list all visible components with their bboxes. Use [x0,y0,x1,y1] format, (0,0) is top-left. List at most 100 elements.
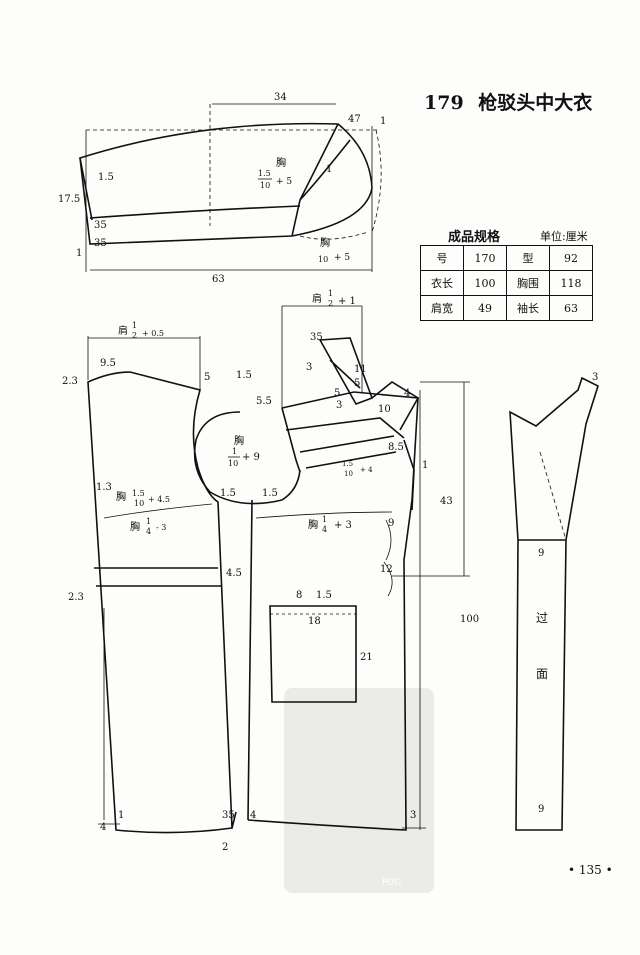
armhole-chest-den: 10 [228,459,238,468]
page-title: 179 枪驳头中大衣 [424,88,592,115]
back-chest2-num: 1 [146,517,151,526]
back-label-1: 1 [118,810,124,821]
spec-row: 号 170 型 92 [420,245,593,271]
front-label-3b: 3 [336,400,342,411]
spec-cell: 100 [463,270,507,296]
sleeve-chest2-label: 胸 [320,236,330,249]
facing-piece [509,376,599,831]
back-shoulder-den: 2 [132,331,137,340]
sleeve-width-63: 63 [212,274,225,285]
spec-cell: 63 [549,295,593,321]
armhole-label-15: 1.5 [262,488,278,499]
page-number: • 135 • [568,863,613,877]
back-panel [87,371,233,834]
spec-unit: 单位:厘米 [540,230,588,243]
front-chest-plus: + 3 [334,520,352,531]
spec-cell: 衣长 [420,270,464,296]
front-lapel-plus: + 4 [360,466,373,474]
armhole-piece [193,411,301,829]
spec-cell: 肩宽 [420,295,464,321]
sleeve-chest-label: 胸 [276,156,286,169]
front-chest-den: 4 [322,525,327,534]
sleeve-label-35a: 35 [94,220,107,231]
armhole-chest-label: 胸 [234,434,244,447]
front-label-5b: 5 [354,378,360,389]
front-label-10: 10 [378,404,391,415]
spec-cell: 49 [463,295,507,321]
front-lapel-den: 10 [344,470,353,478]
front-label-35b: 35 [222,810,235,821]
sleeve-draft [79,122,373,245]
front-label-2: 2 [222,842,228,853]
sleeve-label-1l: 1 [76,248,82,259]
back-label-5: 5 [204,372,210,383]
facing-label-3: 3 [592,372,598,383]
spec-cell: 170 [463,245,507,271]
front-shoulder-label: 肩 [312,292,322,305]
front-label-35: 35 [310,332,323,343]
front-label-15: 1.5 [236,370,252,381]
sleeve-chest2-den: 10 [318,255,328,264]
back-label-15: 1.5 [220,488,236,499]
sleeve-label-47: 47 [348,114,361,125]
spec-cell: 型 [506,245,550,271]
stamp-text: PDG [382,878,402,888]
front-label-11: 11 [354,364,367,375]
sleeve-chest-plus: + 5 [276,177,292,187]
front-label-100: 100 [460,614,479,625]
back-label-45: 4.5 [226,568,242,579]
back-shoulder-num: 1 [132,321,137,330]
pocket [269,605,357,703]
sleeve-label-1m: 1 [326,164,332,175]
sleeve-chest-num: 1.5 [258,169,271,178]
front-label-9: 9 [388,518,394,529]
sleeve-label-15: 1.5 [98,172,114,183]
back-label-13: 1.3 [96,482,112,493]
sleeve-chest-den: 10 [260,181,270,190]
title-text: 枪驳头中大衣 [478,92,593,114]
front-lapel-num: 1.5 [342,460,353,468]
back-chest2-label: 胸 [130,520,140,533]
back-chest-num: 1.5 [132,489,145,498]
front-label-1: 1 [422,460,428,471]
front-shoulder-num: 1 [328,289,333,298]
facing-name-1: 过 [536,611,548,625]
armhole-chest-plus: + 9 [242,452,260,463]
spec-cell: 胸围 [506,270,550,296]
watermark-stamp: PDG [284,688,434,893]
back-label-95: 9.5 [100,358,116,369]
back-chest-label: 胸 [116,490,126,503]
facing-label-9a: 9 [538,548,544,559]
front-label-55: 5.5 [256,396,272,407]
sleeve-width-34: 34 [274,92,287,103]
pocket-label-15: 1.5 [316,590,332,601]
front-chest-num: 1 [322,515,327,524]
back-shoulder-plus: + 0.5 [142,329,164,338]
front-label-3c: 3 [410,810,416,821]
front-shoulder-den: 2 [328,299,333,308]
front-label-43: 43 [440,496,453,507]
facing-name-2: 面 [536,667,548,681]
spec-caption: 成品规格 [448,230,501,245]
back-label-23b: 2.3 [68,592,84,603]
pocket-label-18: 18 [308,616,321,627]
armhole-chest-num: 1 [232,447,237,456]
back-label-4: 4 [100,822,106,833]
spec-row: 肩宽 49 袖长 63 [420,295,593,321]
title-number: 179 [424,92,464,114]
back-chest-plus: + 4.5 [148,495,170,504]
spec-table: 号 170 型 92 衣长 100 胸围 118 肩宽 49 袖长 63 [420,245,593,321]
front-label-3: 3 [306,362,312,373]
spec-cell: 118 [549,270,593,296]
front-shoulder-plus: + 1 [338,296,356,307]
front-label-12: 12 [380,564,393,575]
front-label-4: 4 [404,388,410,399]
sleeve-label-35b: 35 [94,238,107,249]
pocket-label-21: 21 [360,652,373,663]
back-chest2-den: 4 [146,527,151,536]
spec-cell: 袖长 [506,295,550,321]
sleeve-label-1r: 1 [380,116,386,127]
sleeve-label-175: 17.5 [58,194,80,205]
